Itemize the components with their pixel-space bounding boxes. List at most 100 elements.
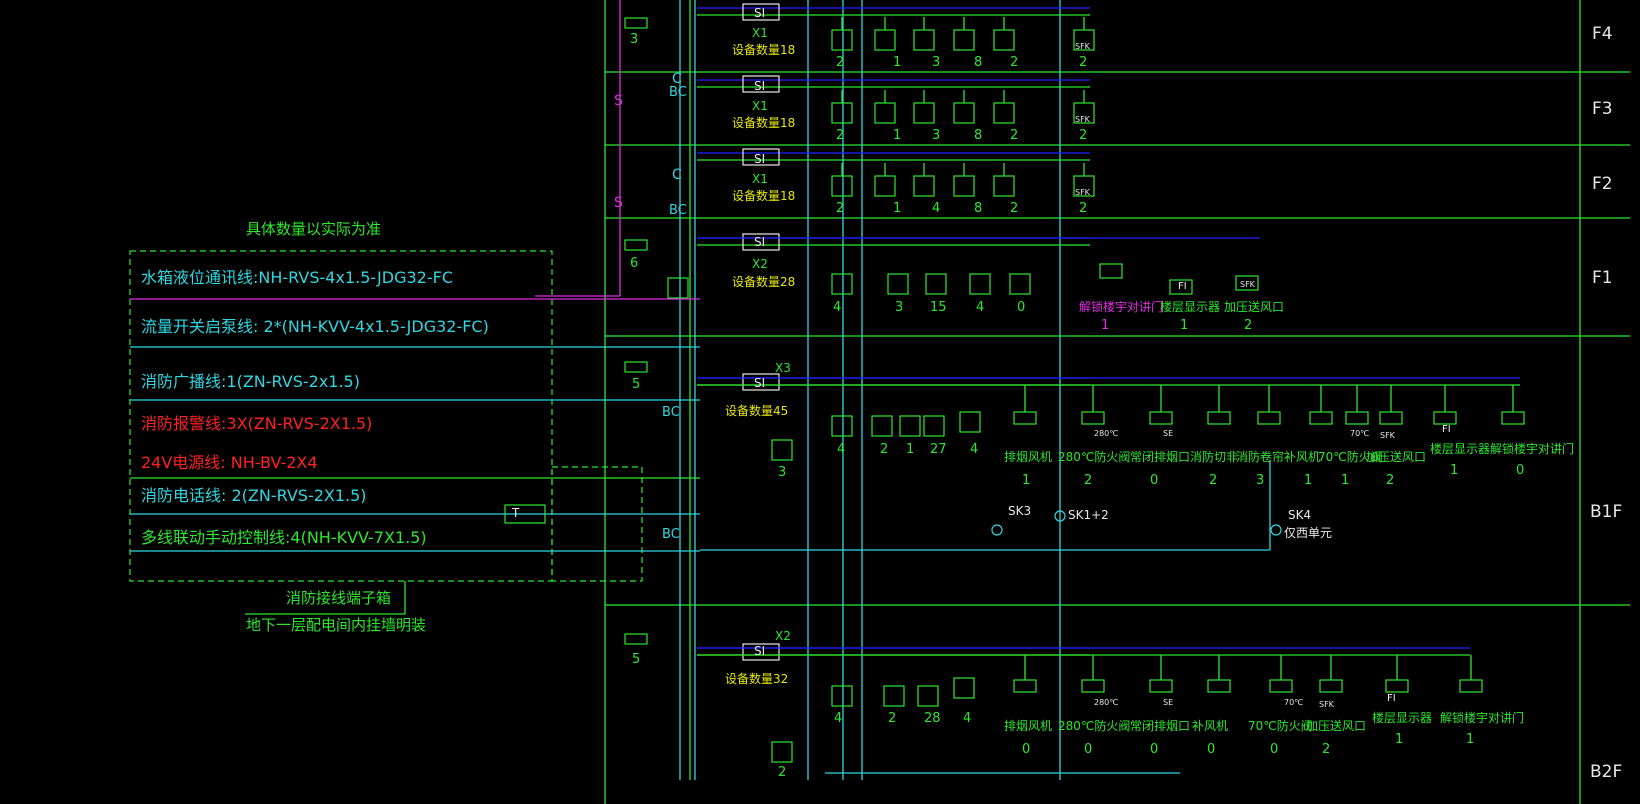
legend-item-level-comm: 水箱液位通讯线:NH-RVS-4x1.5-JDG32-FC bbox=[141, 268, 453, 287]
phone-b2f bbox=[771, 741, 793, 763]
legend-item-alarm: 消防报警线:3X(ZN-RVS-2X1.5) bbox=[141, 414, 373, 433]
f1-extra-1-name: 楼层显示器 bbox=[1160, 300, 1221, 314]
si-module-b1f: SI bbox=[754, 376, 766, 390]
riser-bc-label-4: BC bbox=[662, 527, 680, 542]
qty-f4-5: 2 bbox=[1079, 55, 1088, 70]
device-symbol-2-3 bbox=[953, 175, 975, 197]
b2f-extra-6-box: FI bbox=[1387, 693, 1396, 704]
b2f-extra-0-qty: 0 bbox=[1022, 742, 1031, 757]
legend-item-phone: 消防电话线: 2(ZN-RVS-2X1.5) bbox=[141, 486, 367, 505]
qty-b1f-2: 1 bbox=[906, 442, 915, 457]
floor-label-b2f: B2F bbox=[1590, 762, 1623, 782]
sfk-f2: SFK bbox=[1075, 188, 1090, 197]
qty-f4-2: 3 bbox=[932, 55, 941, 70]
sk4-note: 仅西单元 bbox=[1284, 526, 1333, 540]
device-b2f-2 bbox=[917, 685, 939, 707]
qty-f1-4: 0 bbox=[1017, 300, 1026, 315]
si-module-f2: SI bbox=[754, 152, 766, 166]
qty-f3-3: 8 bbox=[974, 128, 983, 143]
riser-bc-label-2: BC bbox=[669, 203, 687, 218]
f1-extra-0-name: 解锁楼宇对讲门 bbox=[1079, 300, 1164, 314]
b1f-extra-2-tag: SE bbox=[1163, 429, 1174, 438]
b2f-extra-2-qty: 0 bbox=[1150, 742, 1159, 757]
b2f-extra-6-name: 楼层显示器 bbox=[1372, 711, 1433, 725]
f1-extra-2-box: SFK bbox=[1240, 280, 1255, 289]
phone-qty-b1f: 3 bbox=[778, 465, 787, 480]
terminal-box-name: 消防接线端子箱 bbox=[286, 589, 392, 607]
sfk-f4: SFK bbox=[1075, 42, 1090, 51]
device-b1f-0 bbox=[831, 415, 853, 437]
si-module-f1: SI bbox=[754, 235, 766, 249]
b1f-extra-8-qty: 1 bbox=[1450, 463, 1459, 478]
b2f-extra-1-tag: 280℃ bbox=[1094, 698, 1119, 707]
qty-f3-2: 3 bbox=[932, 128, 941, 143]
f1-extra-1-box: FI bbox=[1178, 281, 1187, 292]
riser-c-label-1: C bbox=[672, 71, 682, 87]
device-count-f3: 设备数量18 bbox=[732, 116, 796, 130]
f1-extra-0-qty: 1 bbox=[1101, 318, 1110, 333]
device-b2f-extra-1 bbox=[1081, 679, 1105, 693]
qty-f1-0: 4 bbox=[833, 300, 842, 315]
sk4-node bbox=[1270, 524, 1282, 536]
device-symbol-0-4 bbox=[993, 29, 1015, 51]
qty-f1-2: 15 bbox=[930, 300, 947, 315]
b2f-extra-2-name: 常闭排烟口 bbox=[1130, 719, 1191, 733]
b1f-extra-2-name: 常闭排烟口 bbox=[1130, 450, 1191, 464]
level-sensor-0 bbox=[624, 17, 648, 29]
b2f-extra-1-name: 280℃防火阀 bbox=[1058, 719, 1131, 733]
b1f-extra-8-box: FI bbox=[1442, 424, 1451, 435]
b1f-extra-5-qty: 1 bbox=[1304, 473, 1313, 488]
device-b2f-extra-7 bbox=[1459, 679, 1483, 693]
floor-label-f3: F3 bbox=[1592, 99, 1613, 119]
qty-b2f-3: 4 bbox=[963, 711, 972, 726]
si-module-f4: SI bbox=[754, 6, 766, 20]
bus-label-f3: X1 bbox=[752, 99, 768, 113]
bus-label-f4: X1 bbox=[752, 26, 768, 40]
bus-label-b1f: X3 bbox=[775, 361, 791, 375]
device-symbol-0-2 bbox=[913, 29, 935, 51]
terminal-box-install-note: 地下一层配电间内挂墙明装 bbox=[246, 616, 427, 634]
qty-f4-3: 8 bbox=[974, 55, 983, 70]
si-box-0 bbox=[742, 3, 780, 21]
b1f-extra-6-tag: 70℃ bbox=[1350, 429, 1370, 438]
qty-f4-1: 1 bbox=[893, 55, 902, 70]
si-box-3 bbox=[742, 233, 780, 251]
device-f1-2 bbox=[925, 273, 947, 295]
qty-b2f-0: 4 bbox=[834, 711, 843, 726]
device-b2f-extra-3 bbox=[1207, 679, 1231, 693]
qty-f3-0: 2 bbox=[836, 128, 845, 143]
device-b1f-extra-8 bbox=[1433, 411, 1457, 425]
legend-item-broadcast: 消防广播线:1(ZN-RVS-2x1.5) bbox=[141, 372, 360, 391]
device-f1-extra-0 bbox=[1099, 263, 1123, 279]
b1f-extra-6-qty: 1 bbox=[1341, 473, 1350, 488]
amplifier bbox=[667, 277, 689, 299]
b1f-extra-3-name: 消防切非 bbox=[1190, 450, 1239, 464]
device-b1f-extra-0 bbox=[1013, 411, 1037, 425]
qty-f2-1: 1 bbox=[893, 201, 902, 216]
device-count-f4: 设备数量18 bbox=[732, 43, 796, 57]
device-b1f-4 bbox=[959, 411, 981, 433]
sk3-label: SK3 bbox=[1008, 504, 1032, 518]
device-f1-4 bbox=[1009, 273, 1031, 295]
b1f-extra-3-qty: 2 bbox=[1209, 473, 1218, 488]
floor-label-f2: F2 bbox=[1592, 174, 1613, 194]
bus-label-b2f: X2 bbox=[775, 629, 791, 643]
device-b2f-extra-0 bbox=[1013, 679, 1037, 693]
qty-f4-4: 2 bbox=[1010, 55, 1019, 70]
phone-qty-b2f: 2 bbox=[778, 765, 787, 780]
qty-f2-4: 2 bbox=[1010, 201, 1019, 216]
riser-bc-label-1: BC bbox=[669, 85, 687, 100]
si-box-4 bbox=[742, 373, 780, 391]
b1f-extra-9-name: 解锁楼宇对讲门 bbox=[1490, 442, 1575, 456]
device-b1f-extra-5 bbox=[1309, 411, 1333, 425]
qty-f2-3: 8 bbox=[974, 201, 983, 216]
level-sensor-2 bbox=[624, 361, 648, 373]
device-f1-1 bbox=[887, 273, 909, 295]
legend-item-24v-power: 24V电源线: NH-BV-2X4 bbox=[141, 453, 318, 472]
device-f1-extra-2 bbox=[1235, 275, 1259, 291]
sk3-node bbox=[991, 524, 1003, 536]
device-b2f-extra-6 bbox=[1385, 679, 1409, 693]
qty-b2f-2: 28 bbox=[924, 711, 941, 726]
bus-label-f1: X2 bbox=[752, 257, 768, 271]
si-box-2 bbox=[742, 148, 780, 166]
